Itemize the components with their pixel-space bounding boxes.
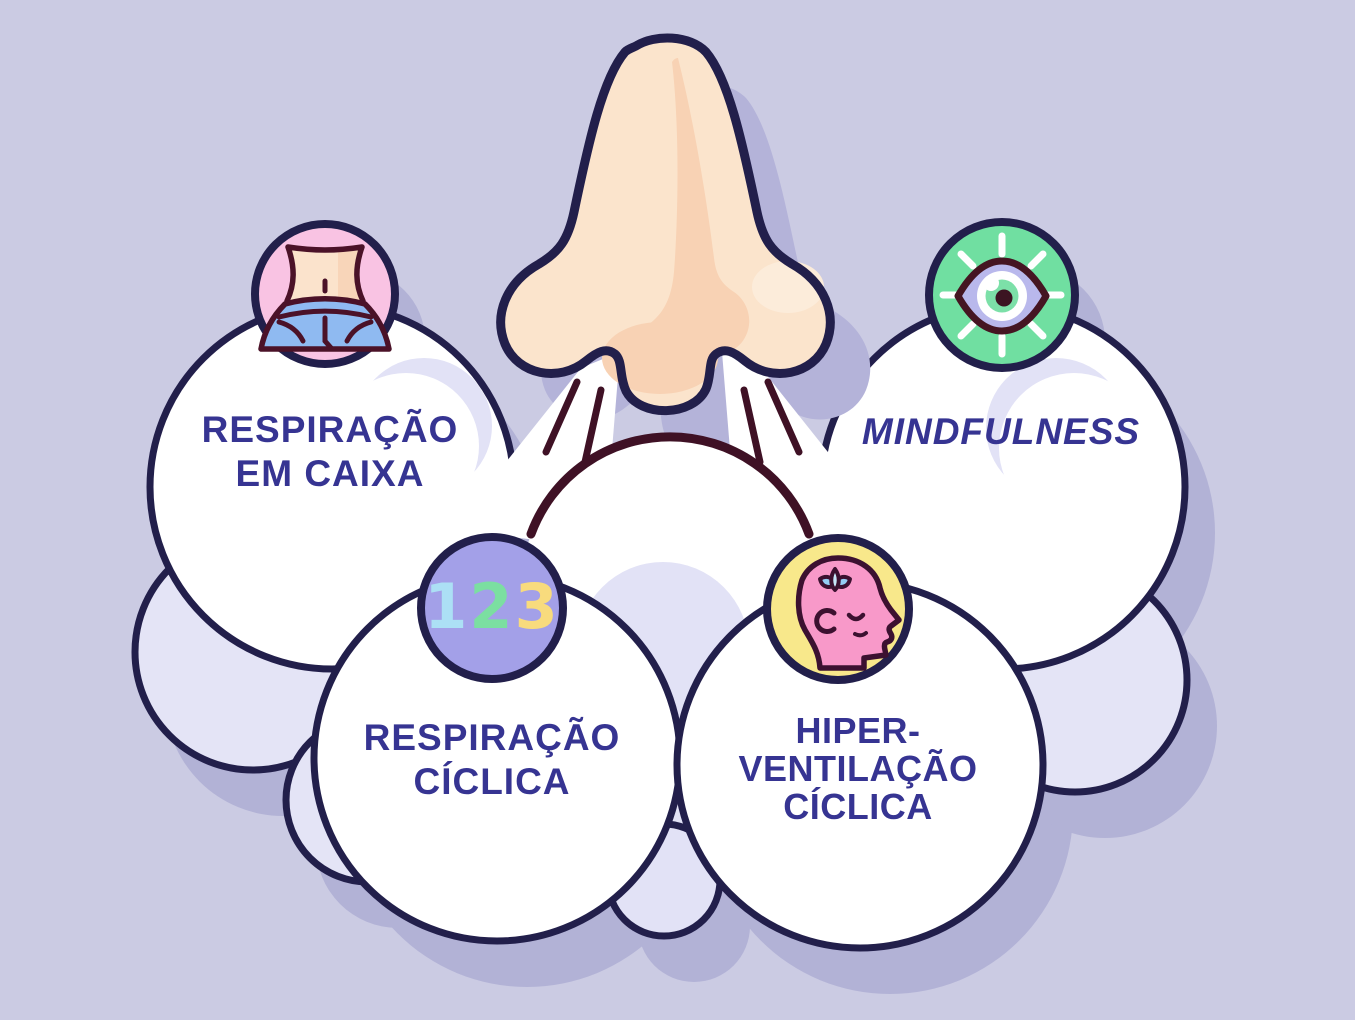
bubble-accent: [986, 358, 1149, 523]
digit-1: 1: [424, 570, 470, 643]
label-line: HIPER-: [795, 710, 921, 751]
label-cyclic-breathing: RESPIRAÇÃO CÍCLICA: [317, 716, 667, 804]
digit-2: 2: [469, 570, 515, 643]
nose-icon: [496, 33, 835, 416]
waist-jeans-icon: [251, 220, 399, 368]
label-line: EM CAIXA: [235, 453, 425, 494]
eye-icon: [925, 218, 1079, 372]
label-line: RESPIRAÇÃO: [201, 409, 459, 450]
label-line: VENTILAÇÃO: [738, 748, 978, 789]
digit-3: 3: [514, 570, 560, 643]
label-line: CÍCLICA: [413, 761, 571, 802]
label-box-breathing: RESPIRAÇÃO EM CAIXA: [155, 408, 505, 496]
center-puff-arc: [526, 432, 814, 539]
label-line: MINDFULNESS: [861, 411, 1141, 452]
label-mindfulness: MINDFULNESS: [826, 410, 1176, 454]
meditating-head-icon: [763, 534, 913, 684]
bubble-accent: [333, 358, 492, 519]
label-line: CÍCLICA: [783, 786, 933, 827]
numbers-123-text: 123: [417, 574, 567, 640]
numbers-123-icon: [417, 533, 567, 683]
label-cyclic-hyperventilation: HIPER- VENTILAÇÃO CÍCLICA: [683, 712, 1033, 826]
label-line: RESPIRAÇÃO: [363, 717, 621, 758]
